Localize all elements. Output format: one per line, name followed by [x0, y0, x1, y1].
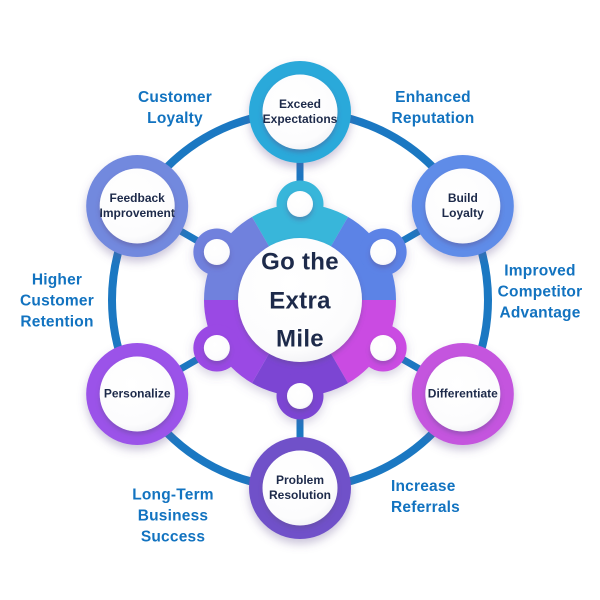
outer-label-customer-loyalty: Customer Loyalty: [138, 89, 212, 127]
outer-label-increase-referrals: Increase Referrals: [391, 478, 461, 516]
node-inner-circle-feedback-improvement: [99, 168, 175, 244]
node-label-personalize: Personalize: [103, 386, 171, 401]
junction-dot-exceed-expectations: [287, 191, 313, 217]
node-label-exceed-expectations: Exceed Expectations: [262, 97, 338, 126]
outer-label-long-term-business-success: Long-Term Business Success: [132, 486, 214, 546]
node-build-loyalty: [411, 155, 514, 257]
node-inner-circle-differentiate: [425, 356, 501, 432]
node-inner-circle-problem-resolution: [262, 450, 338, 526]
junction-dot-build-loyalty: [370, 239, 397, 265]
node-label-feedback-improvement: Feedback Improvement: [99, 191, 175, 220]
hub-title: Go the Extra Mile: [261, 248, 339, 353]
node-feedback-improvement: [86, 155, 189, 257]
node-label-differentiate: Differentiate: [427, 386, 498, 401]
node-inner-circle-exceed-expectations: [262, 74, 338, 150]
hub-center-circle: [238, 238, 362, 362]
outer-label-improved-competitor-advantage: Improved Competitor Advantage: [497, 262, 583, 322]
node-inner-circle-build-loyalty: [425, 168, 501, 244]
outer-label-enhanced-reputation: Enhanced Reputation: [391, 89, 475, 127]
outer-label-higher-customer-retention: Higher Customer Retention: [20, 271, 94, 331]
node-personalize: [86, 343, 189, 445]
node-label-problem-resolution: Problem Resolution: [269, 473, 331, 502]
node-label-build-loyalty: Build Loyalty: [441, 191, 484, 220]
node-differentiate: [411, 343, 514, 445]
junction-dot-differentiate: [370, 335, 397, 361]
node-exceed-expectations: [249, 61, 351, 163]
junction-dot-feedback-improvement: [203, 239, 230, 265]
node-inner-circle-personalize: [99, 356, 175, 432]
junction-dot-personalize: [203, 335, 230, 361]
node-problem-resolution: [249, 437, 351, 539]
junction-dot-problem-resolution: [287, 383, 313, 409]
